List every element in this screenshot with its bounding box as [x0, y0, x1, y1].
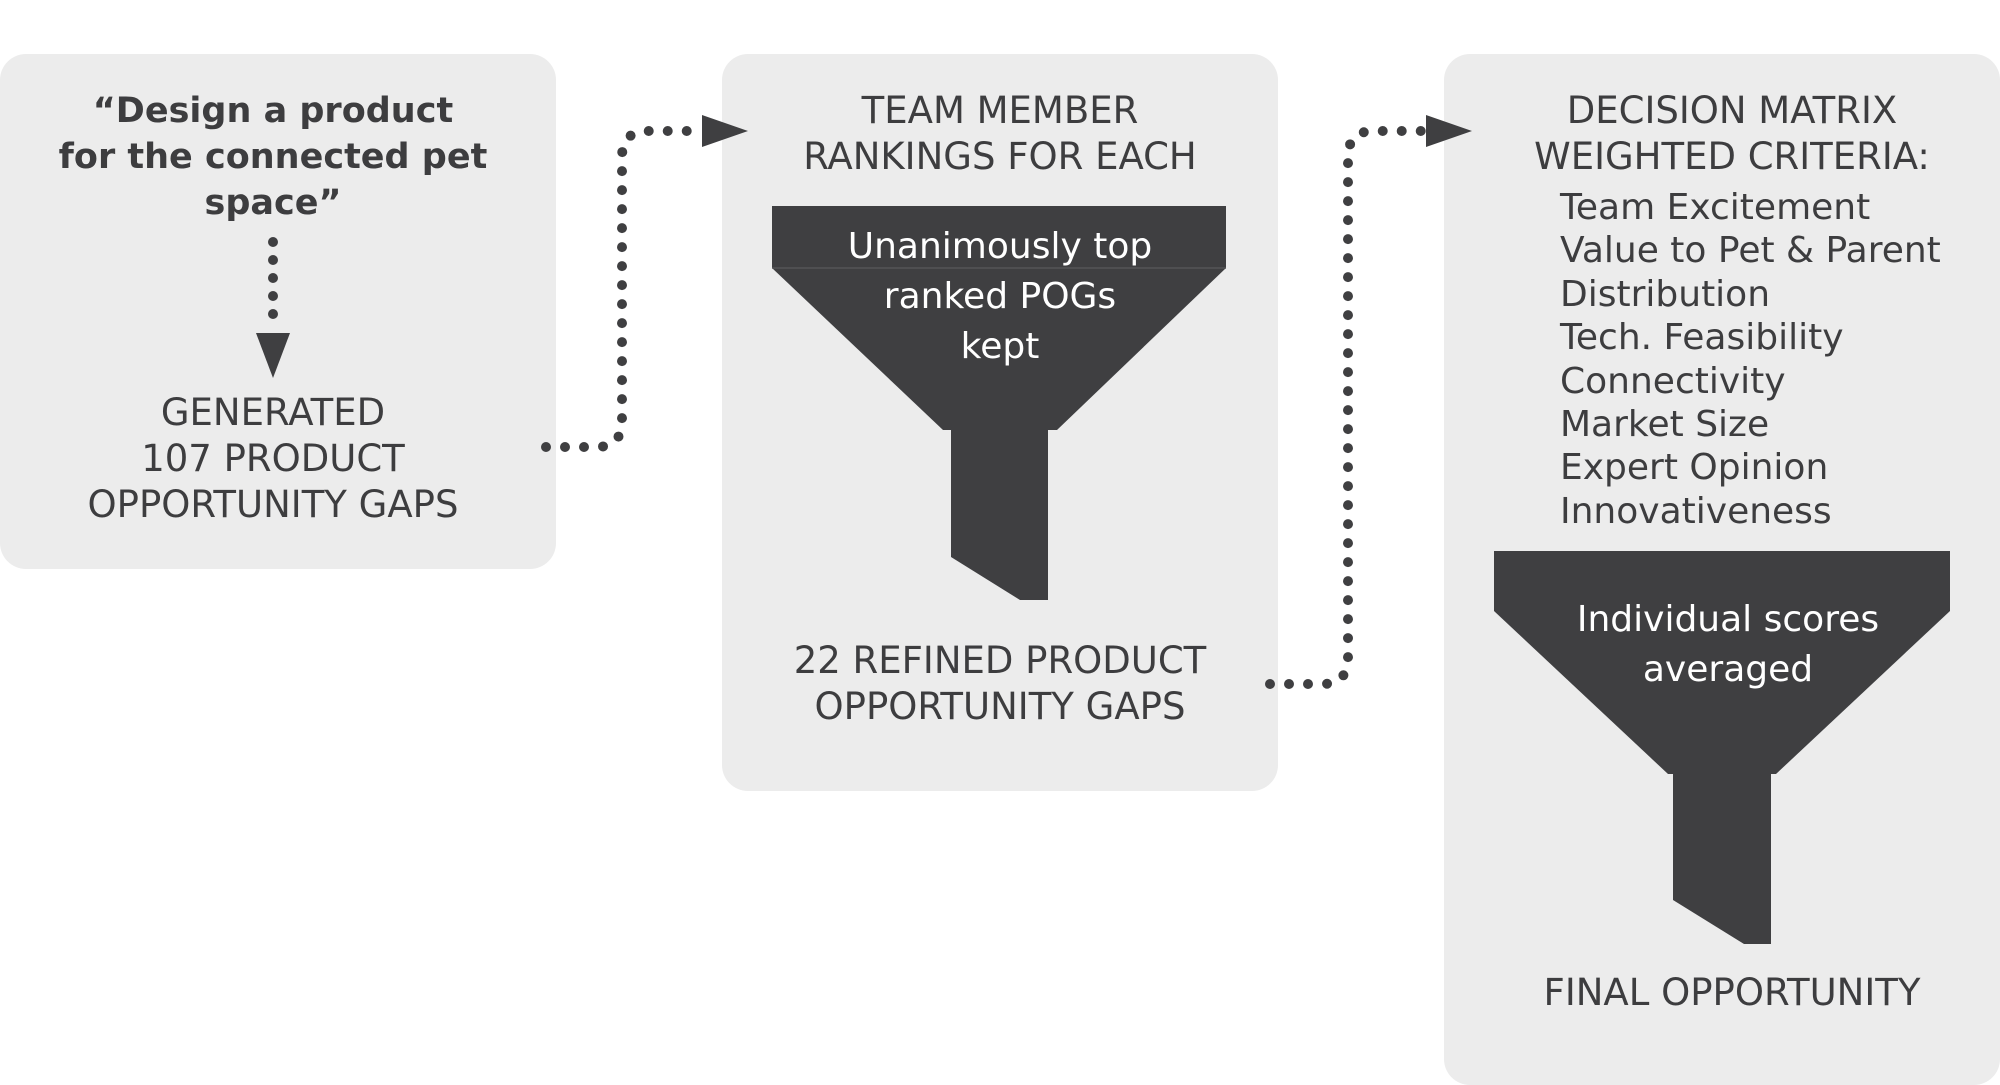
decision-matrix-title: DECISION MATRIX WEIGHTED CRITERIA:: [1534, 89, 1930, 178]
criteria-item: Innovativeness: [1560, 490, 1832, 532]
connector-1-to-2: [541, 115, 748, 452]
criteria-list: Team Excitement Value to Pet & Parent Di…: [1560, 186, 1941, 533]
criteria-item: Connectivity: [1560, 360, 1786, 402]
refined-gaps-label: 22 REFINED PRODUCT OPPORTUNITY GAPS: [793, 639, 1207, 728]
criteria-item: Tech. Feasibility: [1560, 317, 1844, 359]
generated-gaps-label: GENERATED 107 PRODUCT OPPORTUNITY GAPS: [87, 391, 459, 526]
step-1-panel: [0, 54, 556, 569]
funnel-1-label: Unanimously top ranked POGs kept: [847, 226, 1153, 367]
connector-2-to-3: [1265, 115, 1472, 689]
criteria-item: Market Size: [1560, 404, 1770, 446]
criteria-item: Distribution: [1560, 273, 1771, 315]
final-opportunity-label: FINAL OPPORTUNITY: [1543, 971, 1921, 1014]
team-rankings-title: TEAM MEMBER RANKINGS FOR EACH: [803, 89, 1197, 178]
funnel-2-label: Individual scores averaged: [1576, 599, 1880, 690]
design-prompt-quote: “Design a product for the connected pet …: [58, 91, 488, 223]
criteria-item: Team Excitement: [1560, 187, 1871, 228]
criteria-item: Expert Opinion: [1560, 447, 1829, 489]
criteria-item: Value to Pet & Parent: [1560, 230, 1941, 272]
